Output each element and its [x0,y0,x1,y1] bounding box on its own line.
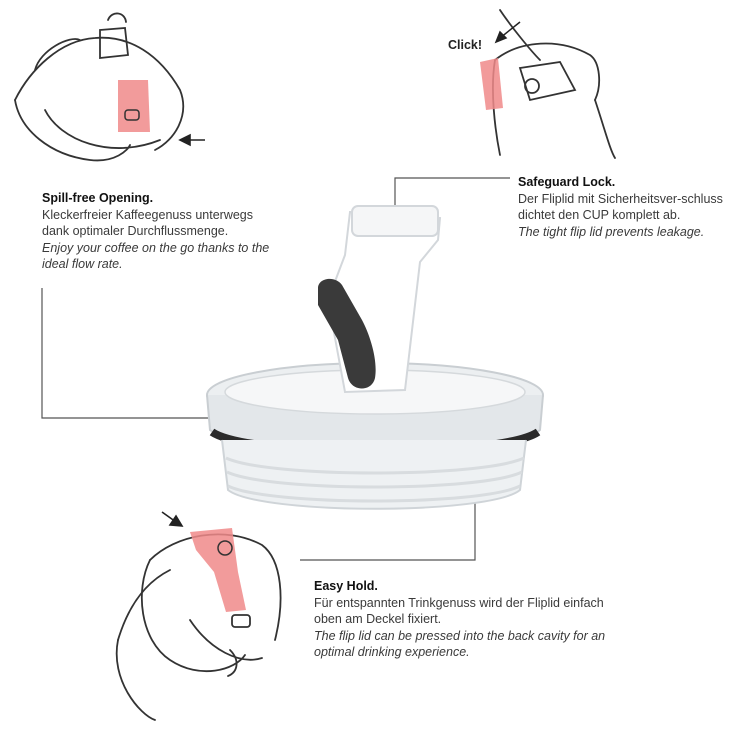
fliplid-product-image [206,205,544,510]
easy-hold-callout: Easy Hold. Für entspannten Trinkgenuss w… [314,578,626,661]
spout-highlight [118,80,150,132]
safeguard-de-text: Der Fliplid mit Sicherheitsver-schluss d… [518,191,723,223]
hand-grip-sketch-icon [115,533,282,721]
easy-hold-highlight [190,528,246,612]
safeguard-title: Safeguard Lock. [518,175,616,189]
hand-sketch-icon [14,12,185,162]
easy-hold-title: Easy Hold. [314,579,378,593]
spill-free-title: Spill-free Opening. [42,191,154,205]
press-arrow-icon [161,511,184,527]
click-arrow-icon [494,21,521,44]
spill-free-de-text: Kleckerfreier Kaffeegenuss unterwegs dan… [42,207,253,239]
easy-hold-en-text: The flip lid can be pressed into the bac… [314,628,606,660]
lock-sketch-icon [492,9,616,159]
click-label: Click! [448,38,483,52]
lock-highlight [480,58,503,110]
safeguard-callout: Safeguard Lock. Der Fliplid mit Sicherhe… [518,174,736,240]
arrow-icon [178,133,205,147]
spill-free-callout: Spill-free Opening. Kleckerfreier Kaffee… [42,190,277,273]
safeguard-en-text: The tight flip lid prevents leakage. [518,224,705,239]
spill-free-en-text: Enjoy your coffee on the go thanks to th… [42,240,270,272]
easy-hold-de-text: Für entspannten Trinkgenuss wird der Fli… [314,595,604,627]
